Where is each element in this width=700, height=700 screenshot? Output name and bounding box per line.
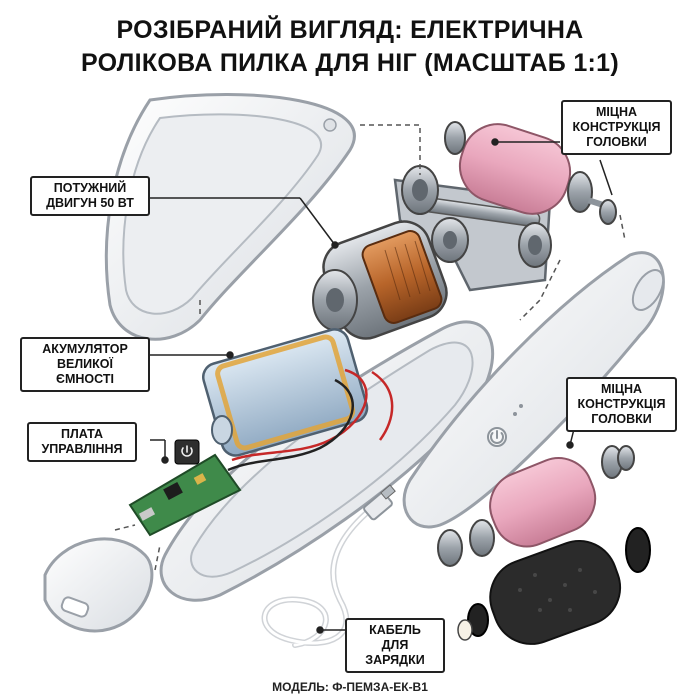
label-board-line-2: УПРАВЛІННЯ [41, 442, 123, 456]
power-icon [181, 445, 193, 457]
label-head-top-line-1: МІЦНА [595, 105, 638, 119]
label-cable-line-1: КАБЕЛЬ [369, 623, 421, 637]
top-shell [104, 92, 356, 341]
gear-frame [393, 165, 552, 292]
label-battery-line-1: АКУМУЛЯТОР [42, 342, 128, 356]
title-line-2: РОЛІКОВА ПИЛКА ДЛЯ НІГ (МАСШТАБ 1:1) [81, 49, 619, 77]
pcb [128, 439, 242, 537]
charging-cable [261, 484, 396, 648]
handle-body [402, 251, 665, 529]
label-cable-line-2: ДЛЯ ЗАРЯДКИ [365, 638, 425, 667]
model-footer: МОДЕЛЬ: Ф-ПЕМЗА-ЕК-В1 [272, 680, 428, 694]
end-cap [43, 537, 154, 633]
label-head-right-line-2: КОНСТРУКЦІЯ [577, 397, 666, 411]
label-motor-line-2: ДВИГУН 50 ВТ [46, 196, 134, 210]
battery [202, 328, 369, 457]
label-motor: ПОТУЖНИЙ ДВИГУН 50 ВТ [30, 176, 150, 216]
power-icon [487, 427, 507, 447]
label-control-board: ПЛАТА УПРАВЛІННЯ [27, 422, 137, 462]
label-motor-line-1: ПОТУЖНИЙ [53, 181, 127, 195]
diagram-title: РОЗІБРАНИЙ ВИГЛЯД: ЕЛЕКТРИЧНА РОЛІКОВА П… [0, 14, 700, 80]
label-head-right: МІЦНА КОНСТРУКЦІЯ ГОЛОВКИ [566, 377, 677, 432]
pink-roller-top [444, 121, 617, 225]
gear-middle [431, 217, 469, 263]
label-head-right-line-3: ГОЛОВКИ [591, 412, 652, 426]
leader-lines [150, 138, 613, 634]
usb-plug-icon [363, 484, 396, 521]
black-roller [457, 527, 651, 645]
gear-left [401, 165, 439, 215]
label-head-right-line-1: МІЦНА [600, 382, 643, 396]
label-charging-cable: КАБЕЛЬ ДЛЯ ЗАРЯДКИ [345, 618, 445, 673]
pink-roller-bottom [437, 445, 635, 567]
label-battery: АКУМУЛЯТОР ВЕЛИКОЇ ЄМНОСТІ [20, 337, 150, 392]
label-head-top: МІЦНА КОНСТРУКЦІЯ ГОЛОВКИ [561, 100, 672, 155]
gear-right [518, 222, 552, 268]
assembly-guides [114, 124, 626, 571]
label-head-top-line-2: КОНСТРУКЦІЯ [572, 120, 661, 134]
label-board-line-1: ПЛАТА [60, 427, 104, 441]
label-head-top-line-3: ГОЛОВКИ [586, 135, 647, 149]
wires [227, 368, 394, 472]
title-line-1: РОЗІБРАНИЙ ВИГЛЯД: ЕЛЕКТРИЧНА [116, 16, 584, 44]
motor [312, 220, 448, 340]
label-battery-line-2: ВЕЛИКОЇ ЄМНОСТІ [56, 357, 114, 386]
